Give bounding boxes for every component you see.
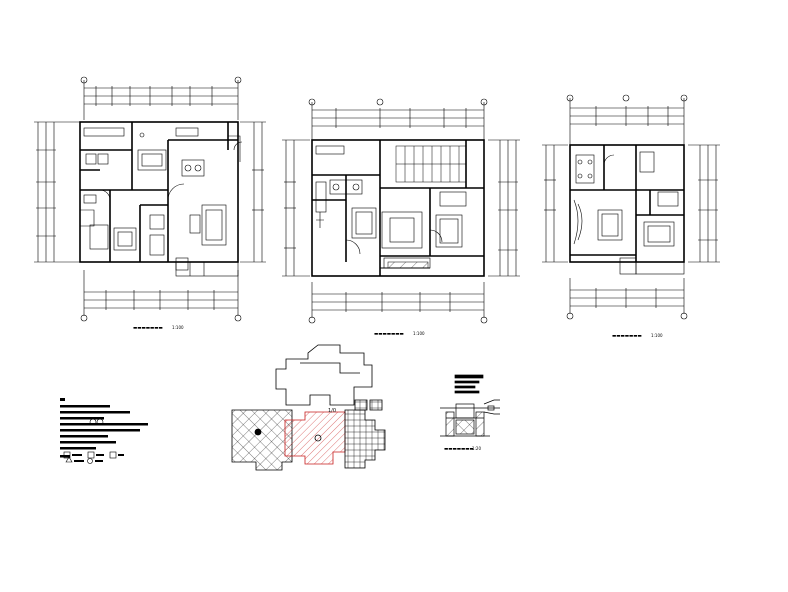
plan-2-right-dimensions: [488, 139, 520, 277]
plan-3-title: ▬▬▬▬▬▬▬: [612, 334, 642, 339]
plan-2: [282, 98, 520, 324]
plan-1-walls: [79, 121, 239, 263]
plan-3-top-dimensions: [566, 94, 688, 145]
site-plan-label: 1/0: [328, 408, 336, 414]
plan-3-right-dimensions: [688, 144, 720, 263]
plan-2-stairs: [395, 145, 467, 183]
wall-detail-title: ▬▬▬▬▬▬▬: [444, 447, 474, 452]
plan-1-bottom-dimensions: [80, 270, 242, 322]
plan-1-title: ▬▬▬▬▬▬▬: [133, 326, 163, 331]
plan-2-furniture: [315, 145, 485, 276]
plan-1-left-dimensions: [34, 121, 80, 263]
wall-detail-scale: 1:20: [472, 446, 481, 451]
plan-3-left-dimensions: [542, 144, 568, 263]
plan-1-entrance: [175, 135, 243, 277]
plan-3-furniture: [573, 151, 685, 275]
plan-2-top-dimensions: [308, 98, 488, 140]
plan-1-right-dimensions: [240, 121, 266, 263]
roof-outline: [275, 344, 373, 406]
plan-1-furniture: [80, 127, 227, 256]
wall-section-detail: [440, 374, 500, 437]
plan-1-top-dimensions: [80, 76, 242, 120]
plan-1-scale: 1:100: [172, 325, 184, 330]
plan-3-scale: 1:100: [651, 333, 663, 338]
plan-3: [542, 94, 720, 320]
plan-3-walls: [569, 144, 685, 263]
plan-2-left-dimensions: [282, 139, 310, 277]
plan-3-bottom-dimensions: [566, 278, 688, 320]
notes-block: [60, 398, 148, 464]
site-plan: [231, 399, 386, 471]
plan-2-walls: [311, 139, 485, 277]
plan-2-scale: 1:100: [413, 331, 425, 336]
plan-2-bottom-dimensions: [308, 282, 488, 324]
plan-2-title: ▬▬▬▬▬▬▬: [374, 332, 404, 337]
plan-1: [34, 76, 266, 322]
